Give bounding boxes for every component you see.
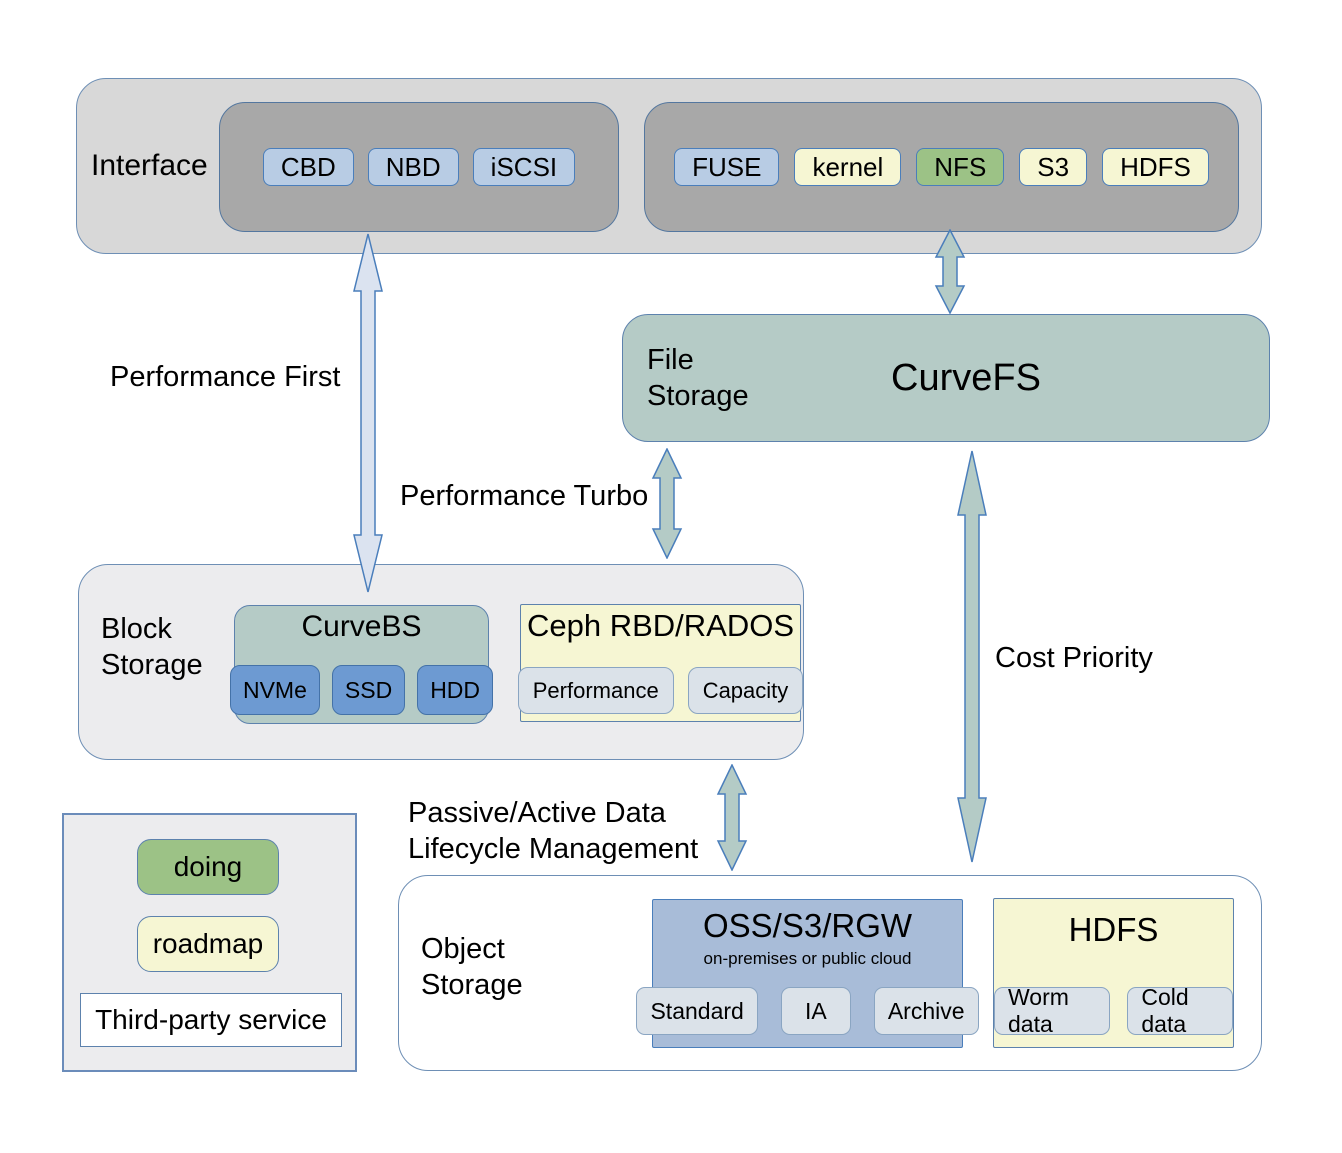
chip-worm-data: Worm data (994, 984, 1111, 1037)
file-interface-group: FUSE kernel NFS S3 HDFS (644, 102, 1239, 232)
ceph-chips: Performance Capacity (517, 667, 804, 714)
oss-subtitle: on-premises or public cloud (703, 949, 912, 968)
chip-nfs: NFS (916, 148, 1005, 186)
legend-doing: doing (137, 839, 279, 895)
chip-fuse: FUSE (674, 148, 780, 186)
curvefs-panel: File Storage CurveFS (622, 314, 1270, 442)
oss-title: OSS/S3/RGW (702, 907, 913, 944)
ceph-panel: Ceph RBD/RADOS Performance Capacity (517, 604, 804, 722)
chip-s3: S3 (1019, 148, 1088, 186)
chip-hdd: HDD (417, 665, 494, 715)
cost-priority-arrow (957, 450, 987, 863)
hdfs-title: HDFS (1068, 911, 1159, 948)
chip-standard: Standard (636, 987, 758, 1035)
block-storage-panel: Block Storage CurveBS NVMe SSD HDD Ceph … (78, 564, 804, 760)
chip-capacity: Capacity (687, 667, 804, 714)
curvebs-chips: NVMe SSD HDD (229, 665, 494, 715)
ceph-title: Ceph RBD/RADOS (526, 608, 795, 643)
oss-chips: Standard IA Archive (636, 987, 979, 1035)
lifecycle-arrow (716, 764, 748, 871)
legend-third-party: Third-party service (80, 993, 342, 1047)
file-storage-label: File Storage (647, 343, 749, 412)
lifecycle-label: Passive/Active Data Lifecycle Management (408, 797, 699, 866)
chip-hdfs-interface: HDFS (1102, 148, 1209, 186)
chip-archive: Archive (873, 987, 979, 1035)
object-storage-panel: Object Storage OSS/S3/RGW on-premises or… (398, 875, 1262, 1071)
oss-panel: OSS/S3/RGW on-premises or public cloud S… (636, 899, 979, 1048)
performance-first-arrow (353, 233, 383, 593)
curvebs-title: CurveBS (301, 610, 422, 643)
block-storage-label: Block Storage (101, 613, 203, 682)
chip-nbd: NBD (367, 148, 459, 186)
curvefs-title: CurveFS (891, 356, 1041, 399)
legend-roadmap: roadmap (137, 916, 279, 972)
object-storage-label: Object Storage (421, 933, 523, 1002)
legend-panel: doing roadmap Third-party service (62, 813, 357, 1072)
chip-iscsi: iSCSI (472, 148, 576, 186)
performance-turbo-arrow (651, 448, 683, 559)
curvebs-panel: CurveBS NVMe SSD HDD (229, 605, 494, 724)
performance-first-label: Performance First (110, 361, 341, 393)
chip-ia: IA (780, 987, 851, 1035)
interface-panel: Interface CBD NBD iSCSI FUSE kernel NFS … (76, 78, 1262, 254)
chip-performance: Performance (517, 667, 674, 714)
chip-cold-data: Cold data (1127, 984, 1233, 1037)
chip-nvme: NVMe (229, 665, 320, 715)
chip-ssd: SSD (331, 665, 406, 715)
performance-turbo-label: Performance Turbo (400, 480, 649, 512)
interface-curvefs-arrow (934, 229, 966, 314)
chip-cbd: CBD (262, 148, 354, 186)
block-interface-group: CBD NBD iSCSI (219, 102, 619, 232)
cost-priority-label: Cost Priority (995, 642, 1153, 674)
hdfs-panel: HDFS Worm data Cold data (993, 898, 1234, 1048)
chip-kernel: kernel (794, 148, 902, 186)
hdfs-chips: Worm data Cold data (994, 984, 1233, 1037)
interface-label: Interface (91, 149, 208, 182)
